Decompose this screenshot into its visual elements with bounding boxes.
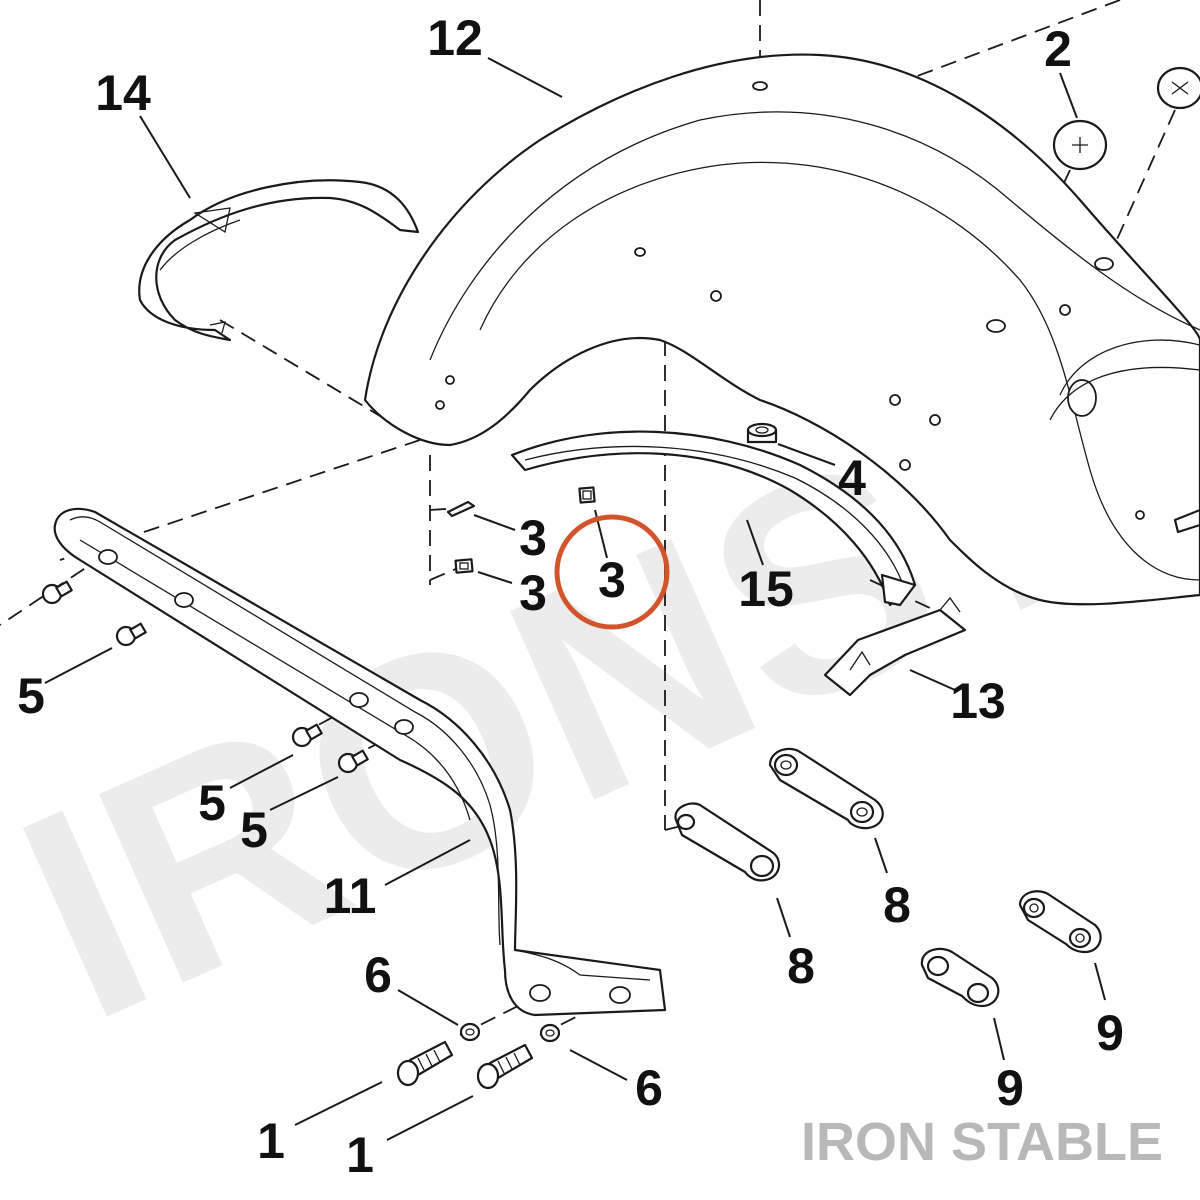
screw-5-d — [337, 749, 369, 774]
link-8-b — [768, 747, 884, 830]
callout-2: 2 — [1044, 21, 1072, 77]
callout-8-b: 8 — [883, 877, 911, 933]
screw-5-a — [41, 580, 73, 605]
bracket-13 — [823, 596, 967, 697]
brand-logo-text: IRON STABLE — [801, 1112, 1163, 1172]
clips-3 — [446, 486, 596, 574]
callout-6-b: 6 — [635, 1060, 663, 1116]
callout-9-a: 9 — [996, 1060, 1024, 1116]
callout-3-c: 3 — [598, 552, 626, 608]
link-9-b — [1018, 890, 1102, 954]
callout-5-a: 5 — [17, 668, 45, 724]
callout-3-b: 3 — [519, 565, 547, 621]
links — [674, 747, 1102, 1008]
washers-6 — [459, 1022, 561, 1043]
screw-2 — [1052, 66, 1200, 171]
fender-trim-14 — [138, 179, 420, 342]
callout-12: 12 — [427, 10, 483, 66]
bolt-1-a — [396, 1040, 454, 1087]
fender-strip-15 — [510, 430, 917, 607]
screws-5 — [41, 580, 369, 774]
callout-labels: 12 14 2 4 3 3 3 15 13 5 5 5 11 8 8 6 6 9… — [17, 10, 1124, 1183]
link-9-a — [920, 947, 1000, 1008]
highlight-circle — [554, 514, 670, 630]
callout-3-a: 3 — [519, 510, 547, 566]
callout-8-a: 8 — [787, 938, 815, 994]
callout-14: 14 — [95, 65, 151, 121]
callout-5-b: 5 — [198, 775, 226, 831]
leader-lines — [44, 57, 1106, 1141]
callout-1-a: 1 — [257, 1113, 285, 1169]
link-8-a — [674, 802, 781, 882]
callout-15: 15 — [738, 561, 794, 617]
callout-13: 13 — [950, 673, 1006, 729]
bolts-1 — [396, 1040, 534, 1090]
callout-5-c: 5 — [240, 802, 268, 858]
bolt-1-b — [476, 1043, 534, 1090]
screw-5-c — [291, 723, 323, 748]
support-rail-11 — [53, 507, 667, 1017]
callout-4: 4 — [838, 450, 866, 506]
callout-11: 11 — [324, 868, 377, 924]
nut-4 — [746, 422, 778, 444]
callout-6-a: 6 — [364, 947, 392, 1003]
callout-9-b: 9 — [1096, 1005, 1124, 1061]
screw-5-b — [115, 622, 147, 647]
callout-1-b: 1 — [346, 1127, 374, 1183]
rear-fender — [363, 53, 1200, 606]
